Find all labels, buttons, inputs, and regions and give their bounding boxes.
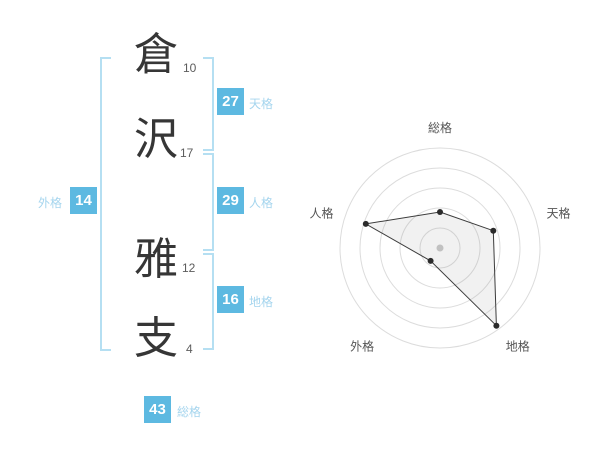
- radar-axis-label: 外格: [350, 339, 374, 354]
- chikaku-label: 地格: [249, 295, 274, 309]
- tenkaku-value-badge: 27: [217, 88, 244, 115]
- stroke-count-3: 12: [182, 261, 196, 275]
- radar-data-point: [427, 257, 434, 264]
- name-character-3: 雅: [134, 234, 178, 285]
- radar-ring: [399, 207, 481, 289]
- radar-data-point: [437, 209, 443, 215]
- radar-data-point: [493, 322, 500, 329]
- stroke-count-4: 4: [186, 342, 193, 356]
- gaikaku-label: 外格: [38, 196, 63, 210]
- soukaku-value-badge: 43: [144, 396, 171, 423]
- gaikaku-bracket: [100, 57, 111, 351]
- radar-axis-label: 地格: [506, 339, 530, 354]
- gaikaku-value-badge: 14: [70, 187, 97, 214]
- radar-ring: [419, 227, 461, 269]
- radar-data-polygon: [364, 211, 497, 327]
- jinkaku-label: 人格: [249, 196, 274, 210]
- radar-ring: [379, 187, 501, 309]
- tenkaku-label: 天格: [249, 97, 274, 111]
- radar-data-point: [362, 220, 369, 227]
- radar-data-point: [490, 227, 497, 234]
- stroke-count-1: 10: [183, 61, 197, 75]
- jinkaku-value-badge: 29: [217, 187, 244, 214]
- stroke-count-2: 17: [180, 146, 194, 160]
- radar-axis-label: 天格: [547, 205, 571, 220]
- soukaku-label: 総格: [177, 405, 202, 419]
- chikaku-bracket: [203, 253, 214, 350]
- tenkaku-bracket: [203, 57, 214, 151]
- radar-ring: [359, 167, 521, 329]
- jinkaku-bracket: [203, 153, 214, 251]
- name-character-1: 倉: [134, 29, 178, 80]
- radar-ring: [339, 147, 541, 349]
- name-character-4: 支: [134, 313, 178, 364]
- chikaku-value-badge: 16: [217, 286, 244, 313]
- radar-center-dot: [436, 244, 444, 252]
- radar-axis-label: 総格: [428, 120, 452, 135]
- name-character-2: 沢: [134, 114, 178, 165]
- radar-axis-label: 人格: [309, 205, 333, 220]
